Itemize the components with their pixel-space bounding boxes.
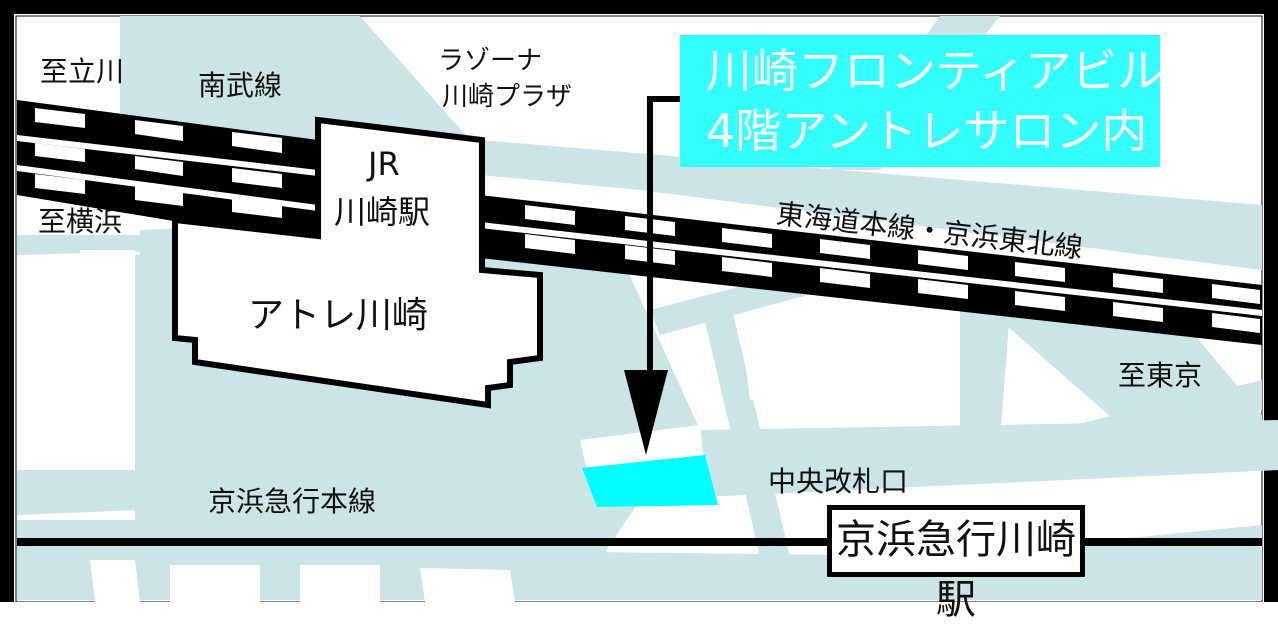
keikyu-kawasaki-station[interactable]: 京浜急行川崎駅 (827, 505, 1085, 623)
destination-line1: 川崎フロンティアビル (706, 44, 1164, 98)
label-to-yokohama: 至横浜 (38, 205, 123, 238)
down-arrow-icon (624, 96, 680, 455)
keikyu-line-track (17, 538, 1262, 546)
label-keikyu-main-line: 京浜急行本線 (208, 485, 377, 518)
destination-line2: 4階アントレサロン内 (706, 104, 1148, 158)
label-jr: JR (368, 145, 400, 183)
label-to-tokyo: 至東京 (1118, 359, 1203, 392)
label-lazona-2: 川崎プラザ (442, 82, 573, 112)
label-to-tachikawa: 至立川 (40, 55, 125, 88)
building-marker-icon[interactable] (582, 455, 718, 507)
label-central-gate: 中央改札口 (768, 465, 909, 498)
tokaido-line-tracks (480, 195, 1262, 345)
label-atre-kawasaki: アトレ川崎 (248, 295, 429, 336)
label-jr-kawasaki-station: 川崎駅 (334, 193, 431, 231)
label-lazona-1: ラゾーナ (438, 46, 543, 76)
keikyu-station-label: 京浜急行川崎駅 (836, 517, 1076, 623)
label-nambu-line: 南武線 (198, 69, 283, 102)
destination-label: 川崎フロンティアビル 4階アントレサロン内 (680, 35, 1164, 167)
jr-station-building[interactable] (172, 116, 543, 409)
nambu-line-tracks (17, 100, 318, 245)
